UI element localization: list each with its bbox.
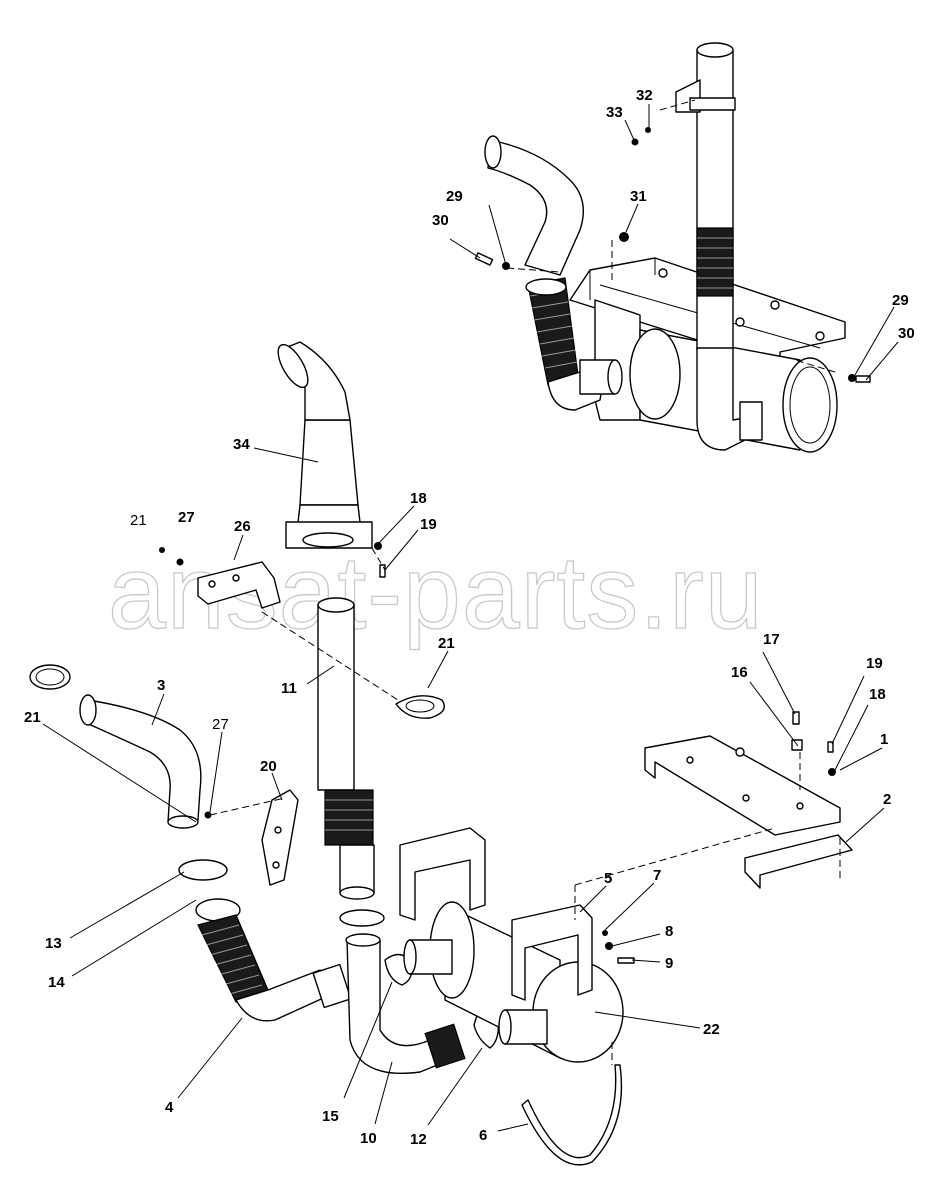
callout-33: 33 xyxy=(606,104,623,121)
part-6-strap xyxy=(521,1064,623,1166)
callout-18-upper: 18 xyxy=(410,490,427,507)
part-29-washer-right xyxy=(848,374,856,382)
callout-34: 34 xyxy=(233,436,250,453)
part-27-nut-upper xyxy=(176,558,184,566)
callout-16: 16 xyxy=(731,664,748,681)
part-5-strap-front xyxy=(511,904,593,1001)
part-5-strap-rear xyxy=(399,827,486,921)
callout-9: 9 xyxy=(665,955,673,972)
callout-10: 10 xyxy=(360,1130,377,1147)
part-9-bolt xyxy=(617,957,635,964)
part-2-angle-rail xyxy=(744,834,853,889)
callout-19-right: 19 xyxy=(866,655,883,672)
callout-1: 1 xyxy=(880,731,888,748)
assembly-lines xyxy=(209,99,841,1065)
assembled-inlet-pipe xyxy=(487,139,584,276)
callout-3: 3 xyxy=(157,677,165,694)
assembled-muffler xyxy=(629,328,681,420)
part-34-tail-pipe xyxy=(277,341,373,549)
callout-20: 20 xyxy=(260,758,277,775)
part-19-bolt-upper xyxy=(379,564,386,578)
part-31-nut xyxy=(619,232,629,242)
callout-12: 12 xyxy=(410,1131,427,1148)
part-13-clamp-ring xyxy=(178,859,228,881)
part-33-nut xyxy=(631,138,639,146)
callout-11: 11 xyxy=(281,680,297,697)
part-21-bolt-upper xyxy=(159,547,165,553)
assembled-view xyxy=(484,42,846,453)
callout-22: 22 xyxy=(703,1021,720,1038)
callout-29-left: 29 xyxy=(446,188,463,205)
callout-18-right: 18 xyxy=(869,686,886,703)
part-21-clamp-left xyxy=(29,664,71,690)
callout-21-upper: 21 xyxy=(130,512,147,529)
part-11-straight-pipe xyxy=(317,597,375,900)
part-27-nut-lower xyxy=(204,811,212,819)
callout-21-center: 21 xyxy=(438,635,455,652)
callout-30-right: 30 xyxy=(898,325,915,342)
callout-32: 32 xyxy=(636,87,653,104)
callout-15: 15 xyxy=(322,1108,339,1125)
part-30-bolt-left xyxy=(474,252,494,266)
leader-lines xyxy=(42,104,899,1132)
callout-21-left: 21 xyxy=(24,709,41,726)
callout-29-right: 29 xyxy=(892,292,909,309)
part-1-mount-plate xyxy=(644,735,841,836)
exploded-view xyxy=(29,127,871,1166)
callout-7: 7 xyxy=(653,867,661,884)
part-4-flex-hose xyxy=(197,914,352,1022)
part-21-clamp-center xyxy=(395,695,445,719)
part-18-nut xyxy=(828,768,836,776)
part-18-nut-upper xyxy=(374,542,382,550)
callout-30-left: 30 xyxy=(432,212,449,229)
part-10-u-pipe xyxy=(345,933,466,1074)
callouts: 1 2 3 4 5 6 7 8 9 10 11 12 13 14 15 16 1… xyxy=(24,87,915,1148)
part-3-curved-pipe xyxy=(79,694,202,829)
callout-4: 4 xyxy=(165,1099,174,1116)
part-17-bolt xyxy=(792,711,800,725)
callout-2: 2 xyxy=(883,791,891,808)
part-20-bracket xyxy=(261,789,299,886)
callout-17: 17 xyxy=(763,631,780,648)
part-7-washer xyxy=(602,930,608,936)
callout-31: 31 xyxy=(630,188,647,205)
callout-5: 5 xyxy=(604,870,612,887)
part-32-bolt xyxy=(645,127,651,133)
callout-6: 6 xyxy=(479,1127,487,1144)
callout-8: 8 xyxy=(665,923,673,940)
part-8-nut xyxy=(605,942,613,950)
callout-27-lower: 27 xyxy=(212,716,229,733)
part-30-bolt-right xyxy=(855,375,871,383)
assembled-stack xyxy=(696,49,734,351)
callout-19-upper: 19 xyxy=(420,516,437,533)
callout-26: 26 xyxy=(234,518,251,535)
part-26-bracket xyxy=(197,561,281,609)
callout-13: 13 xyxy=(45,935,62,952)
part-19-bolt xyxy=(827,741,834,753)
callout-27-upper: 27 xyxy=(178,509,195,526)
callout-14: 14 xyxy=(48,974,65,991)
